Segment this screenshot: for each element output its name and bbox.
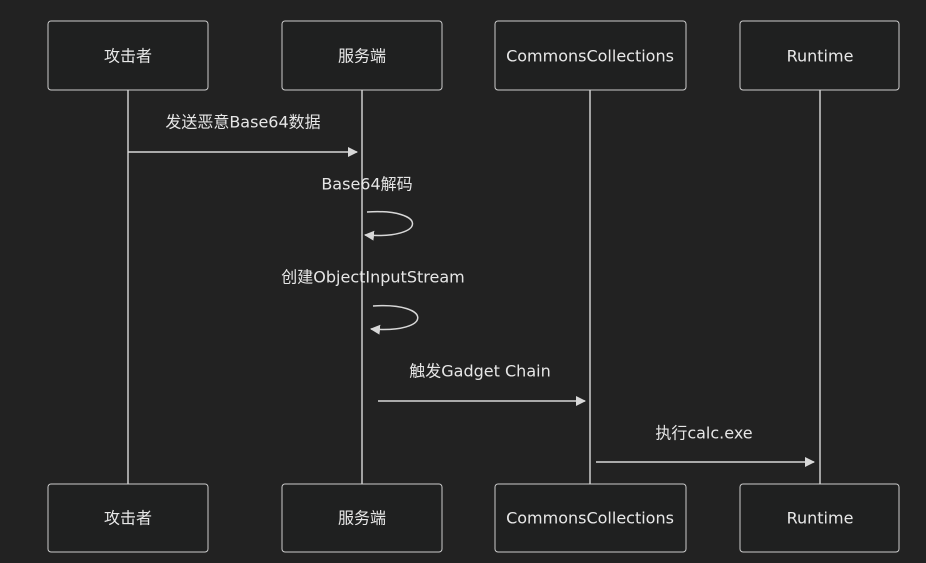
message-1-label: 发送恶意Base64数据 bbox=[165, 113, 320, 132]
actor-server-top-label: 服务端 bbox=[338, 47, 386, 66]
actor-runtime-top-label: Runtime bbox=[787, 47, 854, 66]
actor-server-bottom: 服务端 bbox=[281, 483, 443, 553]
actor-attacker-bottom-label: 攻击者 bbox=[104, 509, 152, 528]
actor-attacker-bottom: 攻击者 bbox=[47, 483, 209, 553]
message-3-loop-arrow bbox=[370, 304, 419, 335]
message-2-loop-arrow bbox=[364, 210, 414, 241]
actor-commons-top-label: CommonsCollections bbox=[506, 47, 674, 66]
message-5-label: 执行calc.exe bbox=[655, 424, 752, 443]
actor-runtime-bottom: Runtime bbox=[739, 483, 900, 553]
actor-runtime-top: Runtime bbox=[739, 20, 900, 91]
actor-attacker-top: 攻击者 bbox=[47, 20, 209, 91]
actor-server-bottom-label: 服务端 bbox=[338, 509, 386, 528]
actor-commons-top: CommonsCollections bbox=[494, 20, 687, 91]
actor-server-top: 服务端 bbox=[281, 20, 443, 91]
actor-commons-bottom-label: CommonsCollections bbox=[506, 509, 674, 528]
actor-attacker-top-label: 攻击者 bbox=[104, 47, 152, 66]
actor-commons-bottom: CommonsCollections bbox=[494, 483, 687, 553]
message-2-label: Base64解码 bbox=[321, 175, 412, 194]
message-3-label: 创建ObjectInputStream bbox=[281, 268, 464, 287]
message-4-label: 触发Gadget Chain bbox=[409, 362, 550, 381]
actor-runtime-bottom-label: Runtime bbox=[787, 509, 854, 528]
